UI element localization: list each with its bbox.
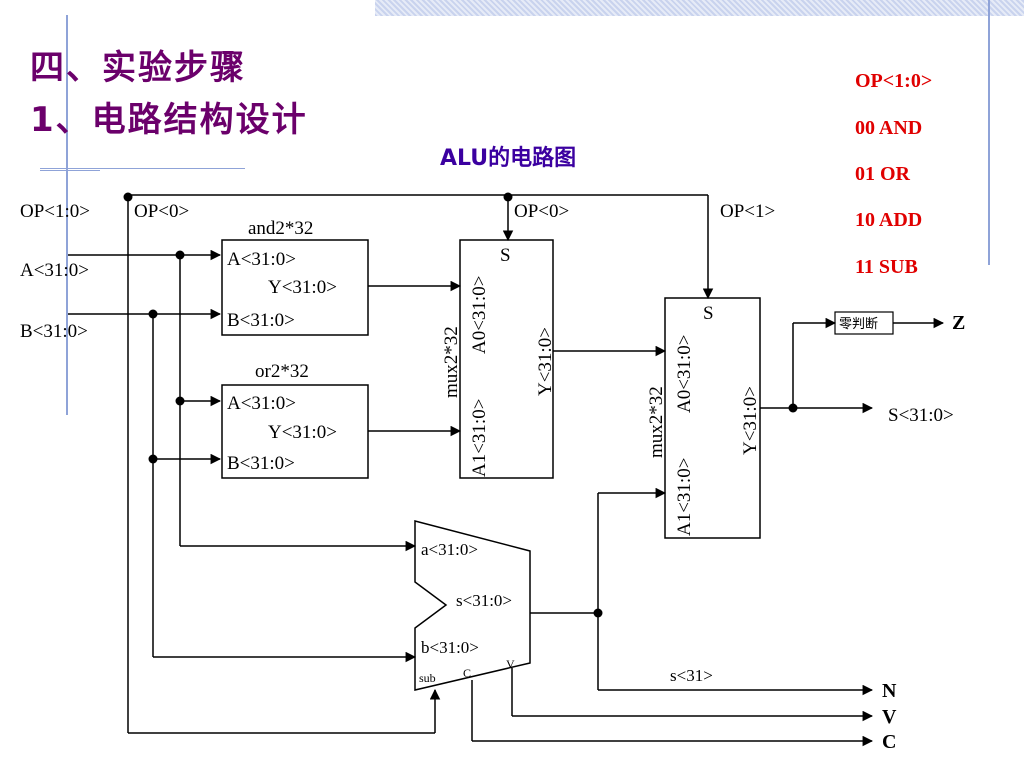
legend-row: 00 AND — [855, 117, 923, 139]
slide-heading-line2: 1、电路结构设计 — [30, 100, 308, 140]
or-output-y-label: Y<31:0> — [268, 422, 337, 443]
output-n-label: N — [882, 680, 897, 702]
slide-heading-line1: 四、实验步骤 — [30, 48, 246, 88]
legend-row: 01 OR — [855, 163, 910, 185]
output-s31-label: s<31> — [670, 666, 713, 685]
decorative-horizontal-line — [40, 168, 245, 169]
and-block-name: and2*32 — [248, 218, 313, 239]
legend-row: 10 ADD — [855, 209, 923, 231]
output-z-label: Z — [952, 312, 965, 334]
mux1-output-label: Y<31:0> — [535, 327, 556, 396]
or-block-name: or2*32 — [255, 361, 309, 382]
input-a-label: A<31:0> — [20, 260, 89, 281]
legend-row: 11 SUB — [855, 256, 918, 278]
mux2-a1-label: A1<31:0> — [674, 458, 695, 536]
mux1-a0-label: A0<31:0> — [469, 276, 490, 354]
and-output-y-label: Y<31:0> — [268, 277, 337, 298]
output-v-label: V — [882, 706, 897, 728]
op1-label: OP<1> — [720, 201, 775, 222]
and-gate-block — [221, 239, 369, 336]
header-pattern-band — [375, 0, 1024, 16]
mux1-select-label: S — [500, 245, 511, 266]
mux2-output-label: Y<31:0> — [740, 386, 761, 455]
or-input-b-label: B<31:0> — [227, 453, 295, 474]
and-input-a-label: A<31:0> — [227, 249, 296, 270]
decorative-vertical-line — [988, 0, 990, 265]
adder-block — [414, 520, 531, 691]
input-b-label: B<31:0> — [20, 321, 88, 342]
decorative-vertical-line — [66, 15, 68, 415]
mux1-block — [459, 239, 554, 479]
diagram-title: ALU的电路图 — [440, 146, 577, 171]
mux1-a1-label: A1<31:0> — [469, 399, 490, 477]
adder-sub-label: sub — [419, 671, 436, 685]
mux1-name: mux2*32 — [441, 326, 462, 398]
op0-mid-label: OP<0> — [514, 201, 569, 222]
zero-detect-block — [834, 311, 894, 335]
decorative-horizontal-line — [40, 170, 100, 171]
junction-dots — [123, 192, 798, 618]
mux2-a0-label: A0<31:0> — [674, 335, 695, 413]
adder-input-a-label: a<31:0> — [421, 540, 478, 559]
or-gate-block — [221, 384, 369, 479]
legend-header: OP<1:0> — [855, 70, 933, 92]
adder-overflow-label: V — [506, 657, 515, 671]
output-c-label: C — [882, 731, 896, 753]
adder-output-s-label: s<31:0> — [456, 591, 512, 610]
mux2-select-label: S — [703, 303, 714, 324]
or-input-a-label: A<31:0> — [227, 393, 296, 414]
and-input-b-label: B<31:0> — [227, 310, 295, 331]
output-s-label: S<31:0> — [888, 405, 954, 426]
adder-carry-label: C — [463, 666, 471, 680]
adder-input-b-label: b<31:0> — [421, 638, 479, 657]
wires — [68, 194, 945, 747]
op0-left-label: OP<0> — [134, 201, 189, 222]
mux2-block — [664, 297, 761, 539]
zero-detect-label: 零判断 — [839, 316, 878, 331]
mux2-name: mux2*32 — [646, 386, 667, 458]
op-bus-label: OP<1:0> — [20, 201, 90, 222]
